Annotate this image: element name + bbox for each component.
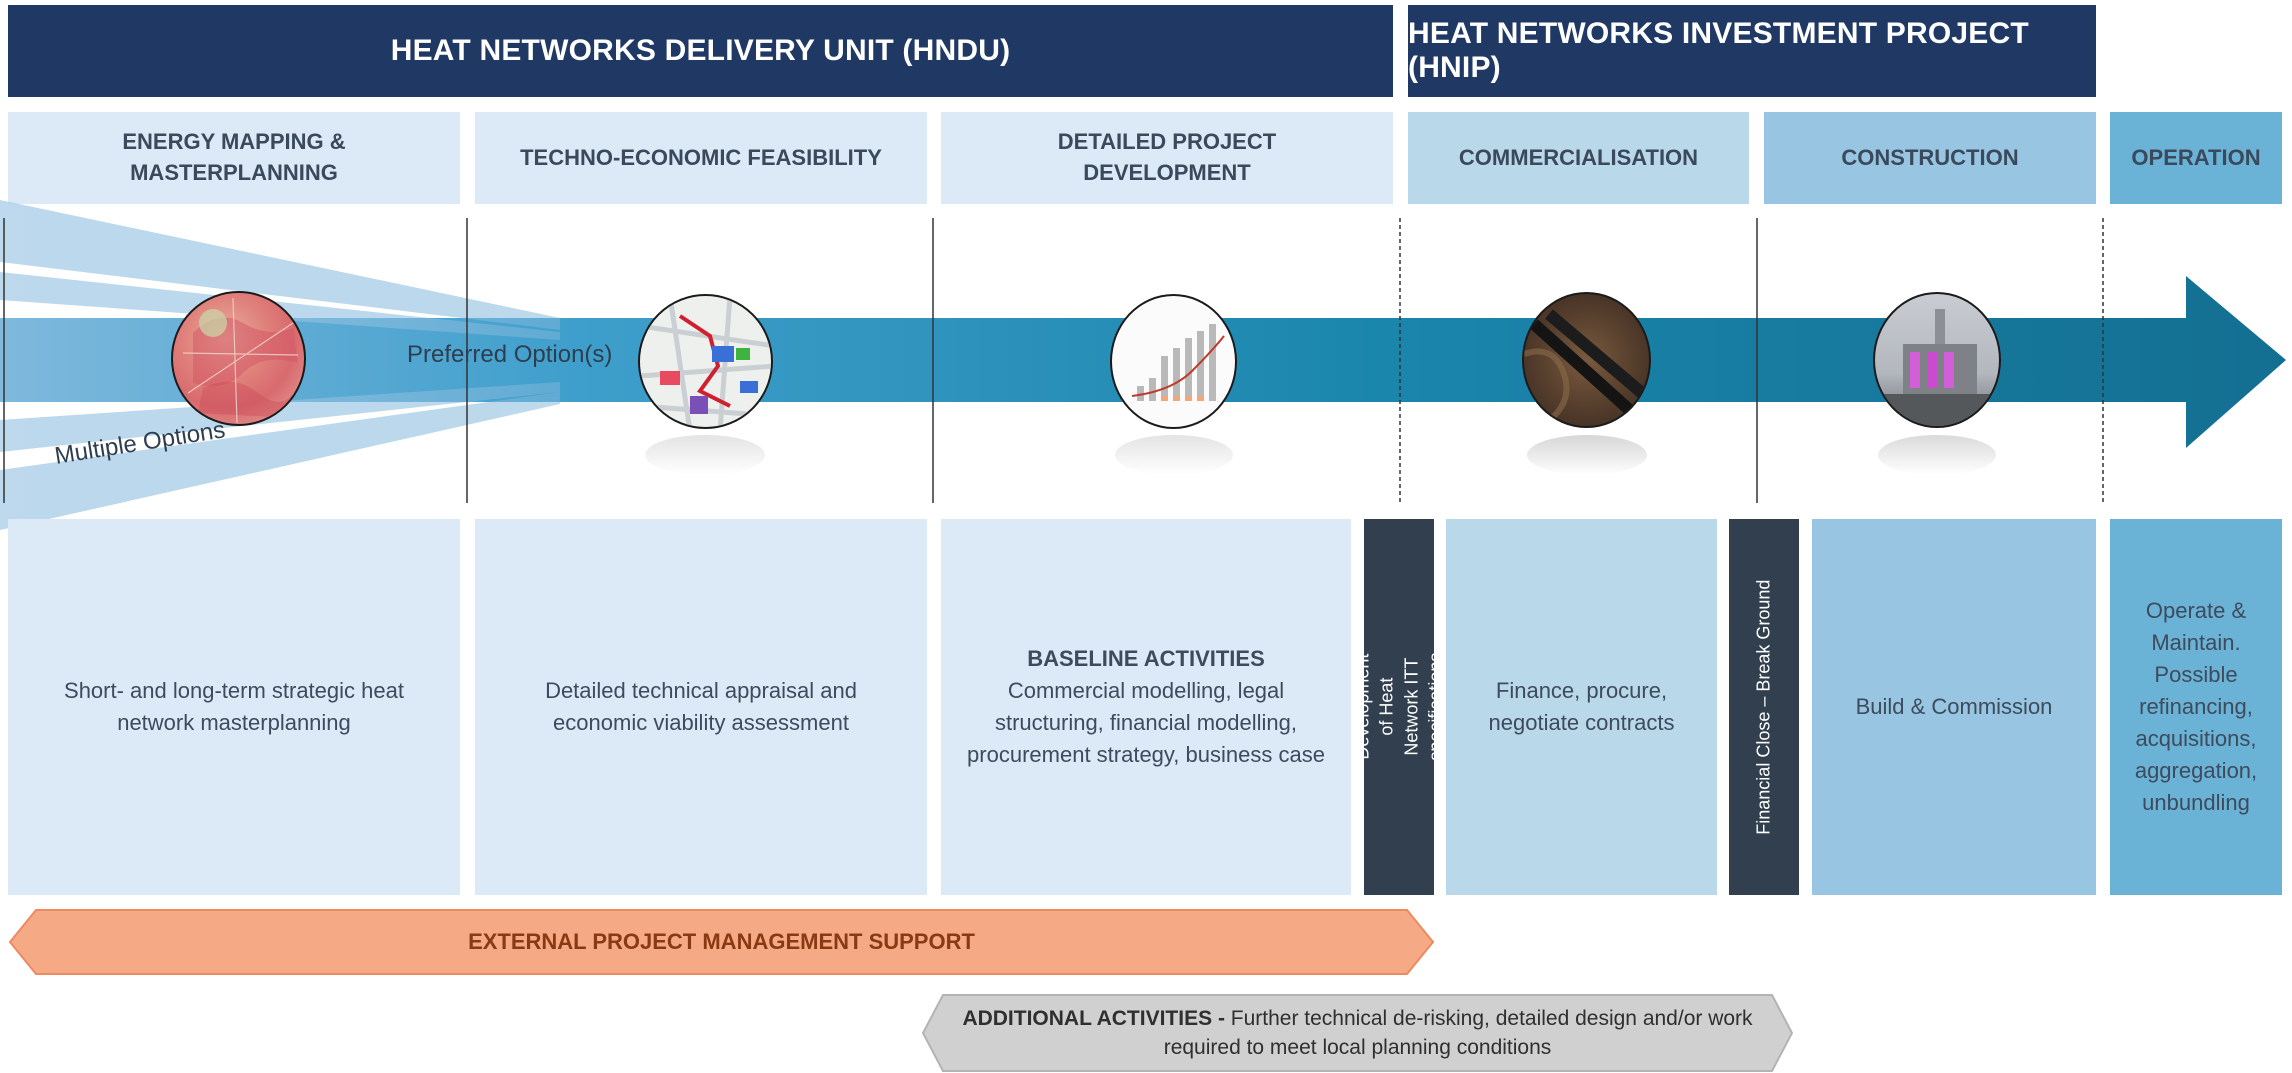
circle-reflection xyxy=(1878,435,1996,475)
stage-commercialisation: COMMERCIALISATION xyxy=(1408,112,1749,204)
external-support-shape xyxy=(8,909,1435,975)
funnel-ray xyxy=(0,200,560,330)
financial-close-panel: Financial Close – Break Ground xyxy=(1729,519,1799,895)
heatmap-icon xyxy=(171,291,306,426)
stage-techno-economic: TECHNO-ECONOMIC FEASIBILITY xyxy=(475,112,927,204)
stage-operation-label: OPERATION xyxy=(2131,144,2261,170)
baseline-activities-title: BASELINE ACTIVITIES xyxy=(1027,646,1265,672)
stage-detailed-project-label: DETAILED PROJECT DEVELOPMENT xyxy=(1057,129,1277,185)
additional-activities-shape xyxy=(921,994,1794,1072)
external-support-label: EXTERNAL PROJECT MANAGEMENT SUPPORT xyxy=(468,929,975,954)
additional-activities-text: Further technical de-risking, detailed d… xyxy=(1163,1006,1753,1059)
additional-activities-title: ADDITIONAL ACTIVITIES - xyxy=(962,1006,1225,1030)
description-operate: Operate & Maintain. Possible refinancing… xyxy=(2110,519,2282,895)
baseline-activities-text: Commercial modelling, legal structuring,… xyxy=(967,678,1325,767)
description-feasibility-text: Detailed technical appraisal and economi… xyxy=(545,678,857,735)
description-operate-text: Operate & Maintain. Possible refinancing… xyxy=(2134,598,2258,815)
description-finance: Finance, procure, negotiate contracts xyxy=(1446,519,1717,895)
hnip-banner-title: HEAT NETWORKS INVESTMENT PROJECT (HNIP) xyxy=(1408,17,2029,84)
stage-energy-mapping: ENERGY MAPPING & MASTERPLANNING xyxy=(8,112,460,204)
description-build-text: Build & Commission xyxy=(1855,694,2053,720)
description-baseline: BASELINE ACTIVITIES Commercial modelling… xyxy=(941,519,1351,895)
hnip-banner: HEAT NETWORKS INVESTMENT PROJECT (HNIP) xyxy=(1408,5,2096,97)
additional-activities-label: ADDITIONAL ACTIVITIES - Further technica… xyxy=(921,993,1794,1073)
stage-construction: CONSTRUCTION xyxy=(1764,112,2096,204)
description-masterplanning-text: Short- and long-term strategic heat netw… xyxy=(64,678,404,735)
stage-commercialisation-label: COMMERCIALISATION xyxy=(1458,144,1699,170)
circle-reflection xyxy=(1115,435,1233,475)
itt-specifications-panel: Development of Heat Network ITT specific… xyxy=(1352,519,1445,895)
itt-specifications-text: Development of Heat Network ITT specific… xyxy=(1352,652,1446,762)
stage-energy-mapping-label: ENERGY MAPPING & MASTERPLANNING xyxy=(122,129,346,185)
circle-reflection xyxy=(645,435,765,475)
hndu-banner-title: HEAT NETWORKS DELIVERY UNIT (HNDU) xyxy=(390,34,1011,67)
description-finance-text: Finance, procure, negotiate contracts xyxy=(1488,678,1675,735)
preferred-options-label: Preferred Option(s) xyxy=(407,341,613,368)
description-build: Build & Commission xyxy=(1812,519,2096,895)
growth-chart-icon xyxy=(1110,294,1237,429)
energy-centre-icon xyxy=(1873,292,2001,428)
description-feasibility: Detailed technical appraisal and economi… xyxy=(475,519,927,895)
hndu-banner: HEAT NETWORKS DELIVERY UNIT (HNDU) xyxy=(8,5,1393,97)
financial-close-text: Financial Close – Break Ground xyxy=(1753,579,1774,835)
street-map-icon xyxy=(638,294,773,429)
stage-detailed-project: DETAILED PROJECT DEVELOPMENT xyxy=(941,112,1393,204)
funnel-ray xyxy=(0,382,560,452)
circle-reflection xyxy=(1527,435,1647,475)
pipes-icon xyxy=(1522,292,1651,428)
stage-techno-economic-label: TECHNO-ECONOMIC FEASIBILITY xyxy=(520,144,882,170)
description-masterplanning: Short- and long-term strategic heat netw… xyxy=(8,519,460,895)
stage-construction-label: CONSTRUCTION xyxy=(1841,144,2019,170)
funnel-ray xyxy=(0,392,560,530)
stage-operation: OPERATION xyxy=(2110,112,2282,204)
